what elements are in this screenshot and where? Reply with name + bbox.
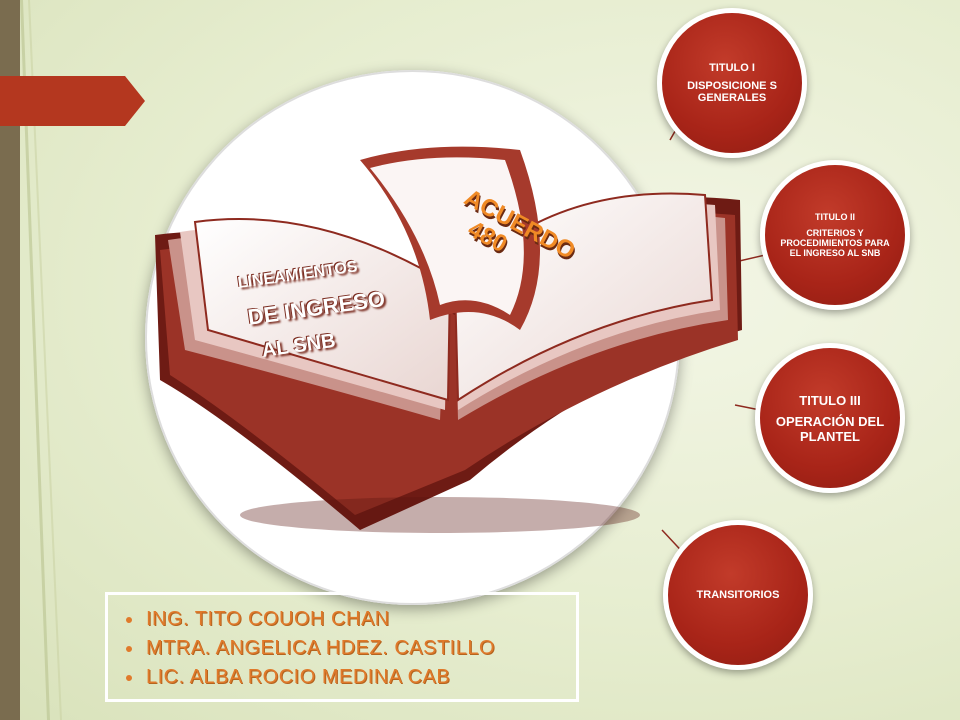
- bullet-icon: [126, 645, 132, 652]
- node-titulo-iii: TITULO III OPERACIÓN DEL PLANTEL: [755, 343, 905, 493]
- node-title: TRANSITORIOS: [696, 589, 780, 601]
- left-side-bar: [0, 0, 20, 720]
- node-title: TITULO I: [709, 62, 755, 74]
- node-subtitle: CRITERIOS Y PROCEDIMIENTOS PARA EL INGRE…: [780, 228, 890, 258]
- red-pennant-shape: [0, 76, 145, 126]
- node-transitorios: TRANSITORIOS: [663, 520, 813, 670]
- decorative-lines: [20, 0, 62, 720]
- node-titulo-i: TITULO I DISPOSICIONE S GENERALES: [657, 8, 807, 158]
- bullet-icon: [126, 674, 132, 681]
- node-subtitle: DISPOSICIONE S GENERALES: [687, 80, 777, 104]
- node-subtitle: OPERACIÓN DEL PLANTEL: [775, 413, 885, 444]
- node-title: TITULO III: [799, 392, 861, 408]
- authors-box: ING. TITO COUOH CHAN MTRA. ANGELICA HDEZ…: [105, 592, 579, 702]
- author-item: MTRA. ANGELICA HDEZ. CASTILLO: [126, 634, 576, 663]
- node-title: TITULO II: [815, 212, 855, 222]
- authors-list: ING. TITO COUOH CHAN MTRA. ANGELICA HDEZ…: [108, 595, 576, 692]
- author-item: ING. TITO COUOH CHAN: [126, 605, 576, 634]
- author-item: LIC. ALBA ROCIO MEDINA CAB: [126, 663, 576, 692]
- bullet-icon: [126, 616, 132, 623]
- node-titulo-ii: TITULO II CRITERIOS Y PROCEDIMIENTOS PAR…: [760, 160, 910, 310]
